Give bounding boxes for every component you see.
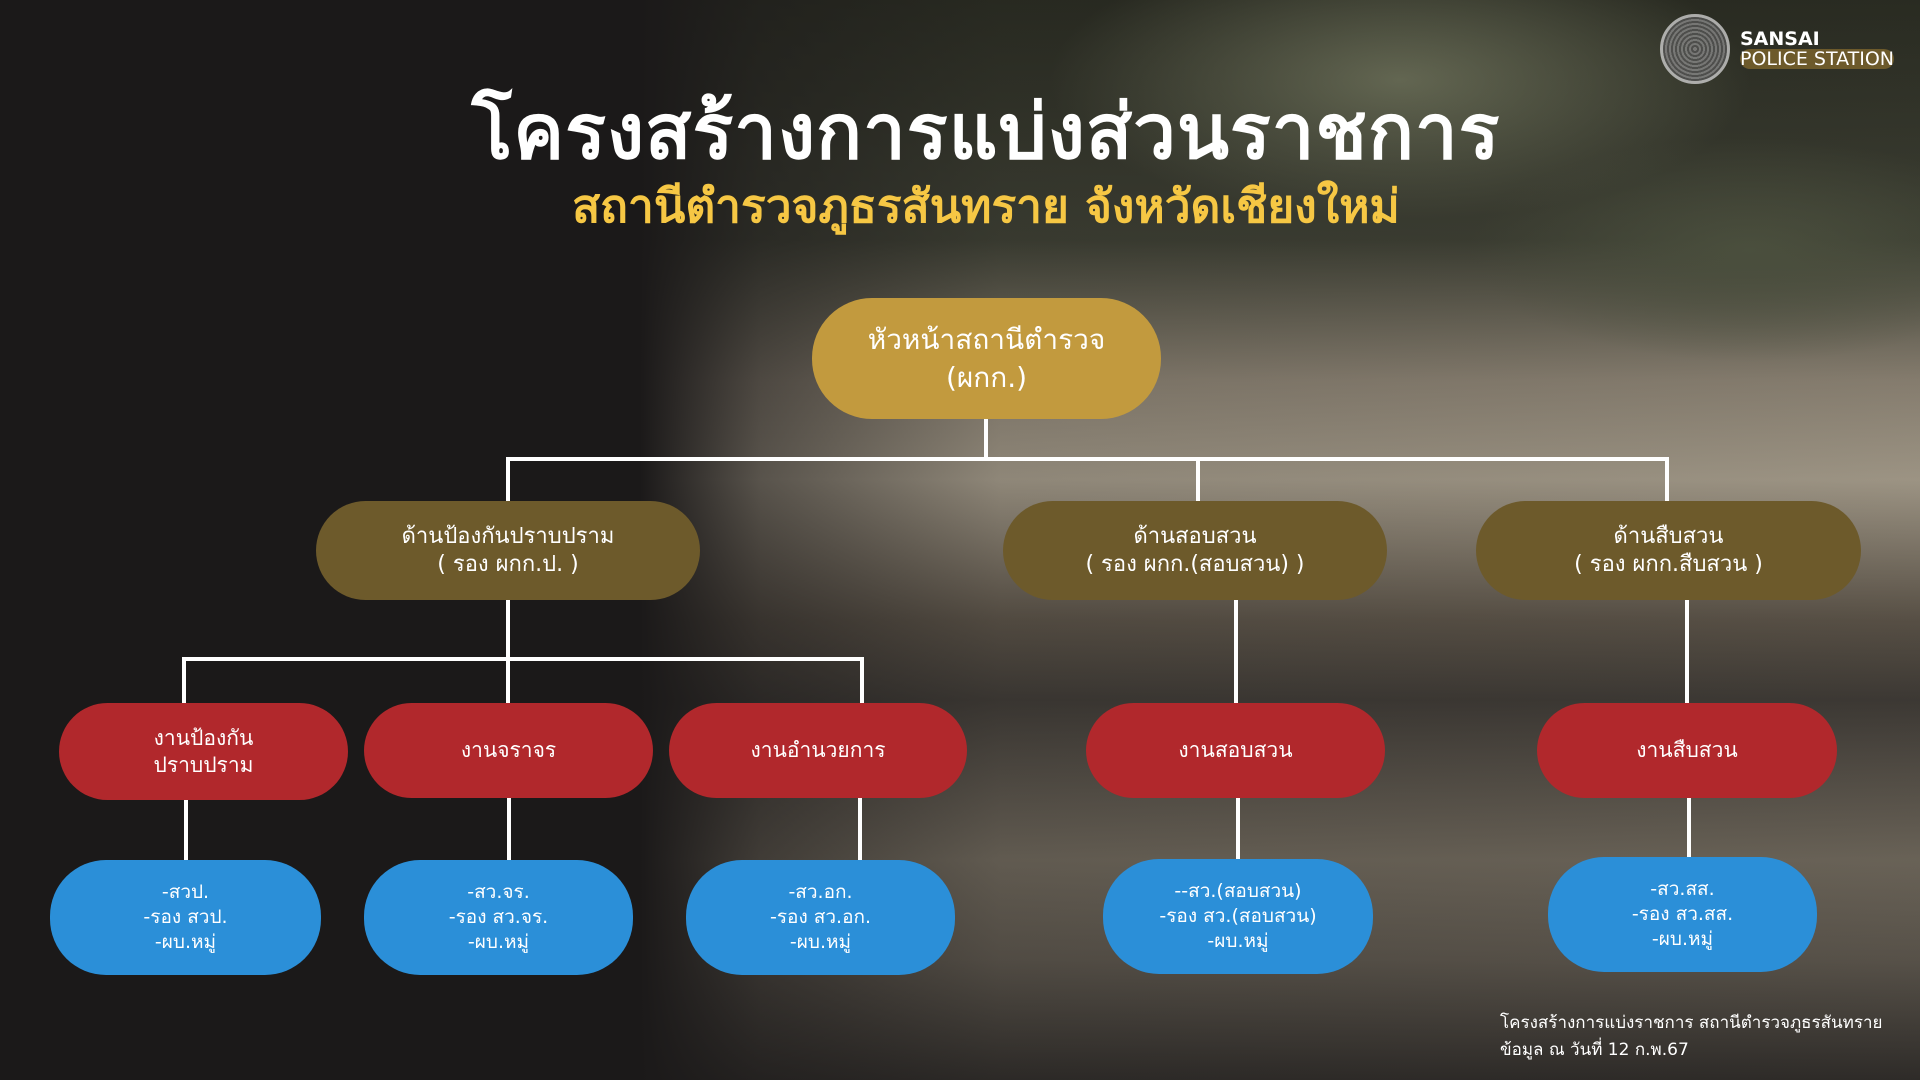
- staff-line: -สว.อก.: [788, 881, 853, 903]
- staff-line: -รอง สว.(สอบสวน): [1159, 905, 1317, 927]
- unit-box-prevention: งานป้องกัน ปราบปราม: [59, 703, 348, 800]
- footer-note: โครงสร้างการแบ่งราชการ สถานีตำรวจภูธรสัน…: [1500, 1010, 1883, 1064]
- police-seal-icon: [1660, 14, 1730, 84]
- head-box: หัวหน้าสถานีตำรวจ (ผกก.): [812, 298, 1161, 419]
- staff-line: --สว.(สอบสวน): [1174, 880, 1302, 902]
- head-title: หัวหน้าสถานีตำรวจ: [867, 322, 1106, 356]
- staff-box-inquiry: --สว.(สอบสวน) -รอง สว.(สอบสวน) -ผบ.หมู่: [1103, 859, 1373, 974]
- staff-line: -ผบ.หมู่: [789, 931, 852, 953]
- logo-line2: POLICE STATION: [1740, 48, 1895, 70]
- footer-date: ข้อมูล ณ วันที่ 12 ก.พ.67: [1500, 1040, 1689, 1060]
- staff-line: -รอง สว.อก.: [769, 906, 872, 928]
- footer-line1: โครงสร้างการแบ่งราชการ สถานีตำรวจภูธรสัน…: [1500, 1013, 1883, 1033]
- staff-line: -ผบ.หมู่: [467, 931, 530, 953]
- division-subtitle: ( รอง ผกก.สืบสวน ): [1574, 551, 1763, 577]
- unit-box-traffic: งานจราจร: [364, 703, 653, 798]
- division-box-investigation: ด้านสืบสวน ( รอง ผกก.สืบสวน ): [1476, 501, 1861, 600]
- staff-line: -ผบ.หมู่: [1207, 930, 1269, 952]
- division-subtitle: ( รอง ผกก.(สอบสวน) ): [1085, 551, 1305, 577]
- unit-title-line2: ปราบปราม: [153, 752, 254, 777]
- unit-title: งานป้องกัน: [153, 725, 254, 750]
- staff-line: -ผบ.หมู่: [154, 931, 217, 953]
- staff-line: -สวป.: [161, 881, 210, 903]
- division-subtitle: ( รอง ผกก.ป. ): [437, 551, 579, 577]
- page-title: โครงสร้างการแบ่งส่วนราชการ: [471, 87, 1501, 176]
- unit-box-inquiry: งานสอบสวน: [1086, 703, 1385, 798]
- staff-line: -ผบ.หมู่: [1651, 928, 1714, 950]
- unit-box-administration: งานอำนวยการ: [669, 703, 967, 798]
- staff-box-traffic: -สว.จร. -รอง สว.จร. -ผบ.หมู่: [364, 860, 633, 975]
- division-title: ด้านสืบสวน: [1613, 523, 1724, 549]
- staff-line: -สว.จร.: [467, 881, 530, 903]
- staff-box-prevention: -สวป. -รอง สวป. -ผบ.หมู่: [50, 860, 321, 975]
- station-logo: SANSAI POLICE STATION: [1660, 14, 1895, 84]
- staff-line: -รอง สว.จร.: [448, 906, 549, 928]
- division-box-prevention: ด้านป้องกันปราบปราม ( รอง ผกก.ป. ): [316, 501, 700, 600]
- unit-title: งานจราจร: [460, 738, 557, 762]
- staff-line: -รอง สว.สส.: [1631, 903, 1734, 925]
- staff-line: -รอง สวป.: [143, 906, 228, 928]
- division-title: ด้านป้องกันปราบปราม: [401, 523, 615, 549]
- logo-line1: SANSAI: [1740, 28, 1820, 50]
- staff-box-investigation: -สว.สส. -รอง สว.สส. -ผบ.หมู่: [1548, 857, 1817, 972]
- head-subtitle: (ผกก.): [945, 360, 1028, 394]
- unit-box-investigation: งานสืบสวน: [1537, 703, 1837, 798]
- unit-title: งานสืบสวน: [1636, 738, 1738, 762]
- unit-title: งานสอบสวน: [1178, 738, 1293, 762]
- staff-line: -สว.สส.: [1650, 878, 1715, 900]
- page-subtitle: สถานีตำรวจภูธรสันทราย จังหวัดเชียงใหม่: [572, 179, 1400, 233]
- staff-box-administration: -สว.อก. -รอง สว.อก. -ผบ.หมู่: [686, 860, 955, 975]
- division-box-inquiry: ด้านสอบสวน ( รอง ผกก.(สอบสวน) ): [1003, 501, 1387, 600]
- unit-title: งานอำนวยการ: [750, 738, 886, 762]
- division-title: ด้านสอบสวน: [1133, 523, 1257, 549]
